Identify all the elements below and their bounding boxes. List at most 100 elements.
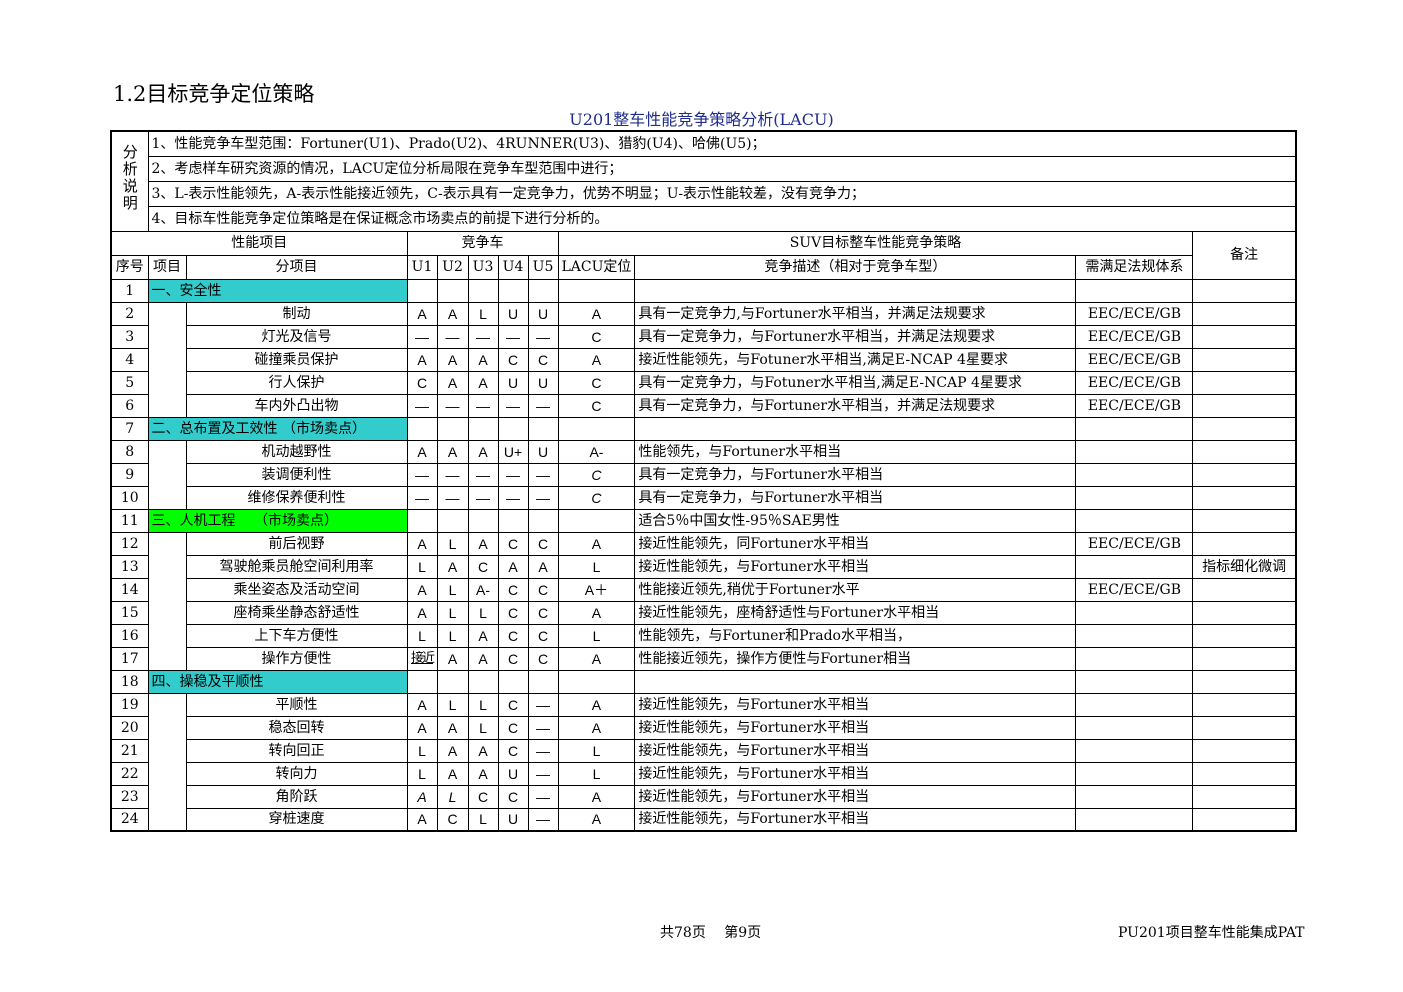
remarks-cell [1192,393,1297,418]
competitor-rating-u3: L [467,600,499,625]
competitor-rating-u4: C [497,692,529,717]
remarks-cell [1192,416,1297,441]
competitor-rating-u1: A [406,577,438,602]
empty-cell [527,669,559,694]
row-number: 12 [110,531,149,556]
category-label: 一、安全性 [147,278,408,303]
lacu-position: C [557,324,636,349]
remarks-cell [1192,370,1297,395]
competitor-rating-u5: C [527,531,559,556]
analysis-label-cell: 分析说明 [110,130,149,232]
lacu-position: A [557,784,636,809]
item-cell [147,531,187,671]
regulation-cell: EEC/ECE/GB [1075,324,1194,349]
remarks-cell [1192,278,1297,303]
empty-cell [436,508,469,533]
competitor-rating-u2: L [436,692,469,717]
regulation-cell [1075,462,1194,487]
competitor-rating-u1: — [406,462,438,487]
remarks-cell [1192,784,1297,809]
lacu-position: A [557,600,636,625]
remarks-cell [1192,669,1297,694]
competitor-rating-u5: — [527,324,559,349]
competitor-rating-u1: — [406,485,438,510]
competitor-rating-u4: C [497,623,529,648]
competitor-rating-u4: U+ [497,439,529,464]
remarks-cell [1192,600,1297,625]
sub-item-cell: 角阶跃 [185,784,408,809]
regulation-cell [1075,485,1194,510]
page-heading: 1.2目标竞争定位策略 [113,82,315,106]
competitor-rating-u3: A [467,370,499,395]
empty-cell [467,508,499,533]
competitor-rating-u1: A [406,784,438,809]
empty-cell [467,278,499,303]
row-number: 22 [110,761,149,786]
regulation-cell [1075,416,1194,441]
empty-cell [406,508,438,533]
description-cell: 具有一定竞争力，与Fortuner水平相当 [634,485,1077,510]
competitor-rating-u2: — [436,324,469,349]
lacu-position: A＋ [557,577,636,602]
sub-item-cell: 座椅乘坐静态舒适性 [185,600,408,625]
competitor-rating-u3: A [467,531,499,556]
regulation-cell [1075,715,1194,740]
competitor-rating-u4: C [497,600,529,625]
competitor-rating-u1: — [406,324,438,349]
row-number: 14 [110,577,149,602]
competitor-rating-u4: U [497,301,529,326]
description-cell: 接近性能领先，同Fortuner水平相当 [634,531,1077,556]
competitor-rating-u4: — [497,393,529,418]
regulation-cell [1075,554,1194,579]
competitor-rating-u4: — [497,324,529,349]
analysis-label: 分析说明 [120,144,139,213]
sub-item-cell: 转向回正 [185,738,408,763]
regulation-cell: EEC/ECE/GB [1075,370,1194,395]
item-cell [147,301,187,418]
empty-cell [467,416,499,441]
remarks-cell [1192,324,1297,349]
competitor-rating-u5: — [527,462,559,487]
sub-item-cell: 转向力 [185,761,408,786]
competitor-rating-u3: — [467,324,499,349]
description-cell: 接近性能领先，与Fortuner水平相当 [634,692,1077,717]
regulation-cell: EEC/ECE/GB [1075,301,1194,326]
competitor-rating-u5: — [527,393,559,418]
empty-cell [527,416,559,441]
competitor-rating-u3: A [467,738,499,763]
competitor-rating-u1: A [406,531,438,556]
competitor-rating-u4: C [497,784,529,809]
header-regulation: 需满足法规体系 [1075,254,1194,280]
sub-item-cell: 碰撞乘员保护 [185,347,408,372]
competitor-rating-u2: A [436,761,469,786]
strategy-table: 分析说明 1、性能竞争车型范围：Fortuner(U1)、Prado(U2)、4… [110,130,1297,832]
description-cell: 接近性能领先，与Fortuner水平相当 [634,784,1077,809]
header-seq: 序号 [110,254,149,280]
competitor-rating-u1: 接近 [406,646,438,671]
competitor-rating-u3: C [467,784,499,809]
competitor-rating-u5: C [527,600,559,625]
empty-cell [497,416,529,441]
competitor-rating-u3: L [467,807,499,832]
header-competitors: 竞争车 [406,230,559,256]
competitor-rating-u5: — [527,485,559,510]
header-description: 竞争描述（相对于竞争车型） [634,254,1077,280]
row-number: 20 [110,715,149,740]
competitor-rating-u1: A [406,600,438,625]
regulation-cell [1075,738,1194,763]
competitor-rating-u1: A [406,715,438,740]
competitor-rating-u2: A [436,301,469,326]
header-u4: U4 [497,254,529,280]
sub-item-cell: 制动 [185,301,408,326]
row-number: 16 [110,623,149,648]
competitor-rating-u1: L [406,738,438,763]
competitor-rating-u2: L [436,531,469,556]
competitor-rating-u2: A [436,370,469,395]
